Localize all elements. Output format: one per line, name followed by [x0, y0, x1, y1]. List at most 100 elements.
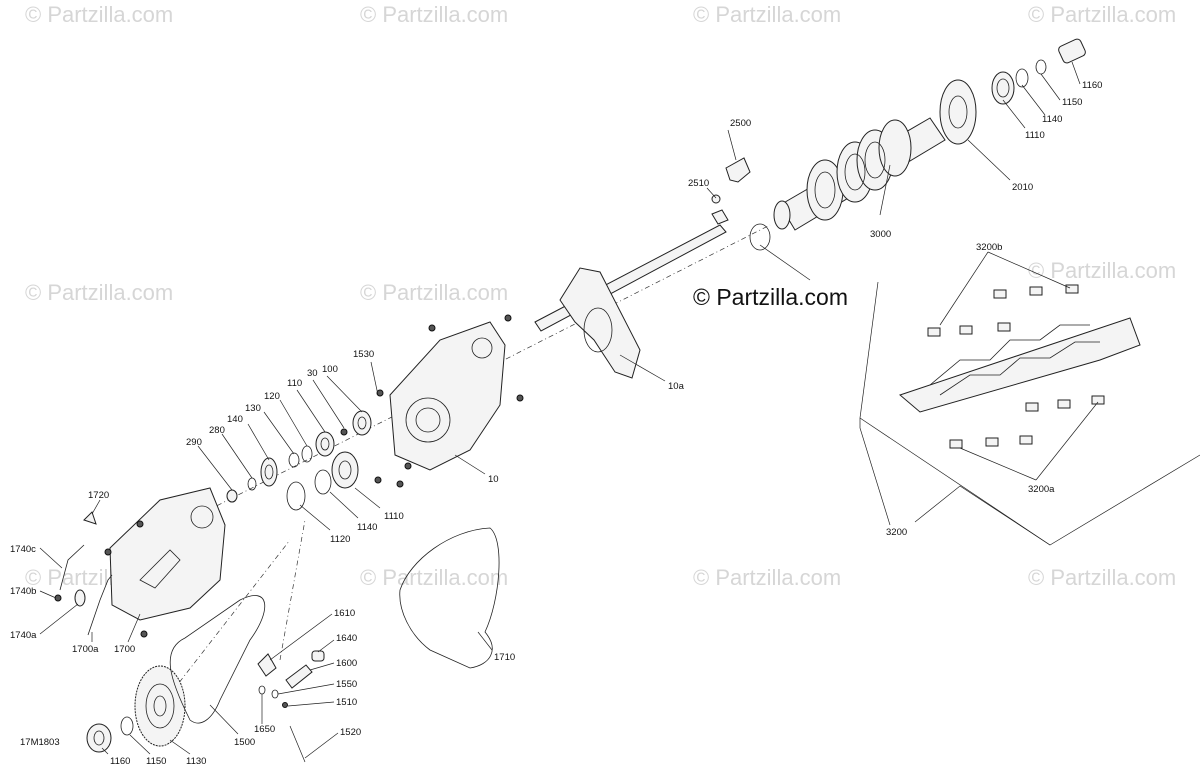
bolts-1530 [374, 314, 524, 488]
callout-1710: 1710 [494, 652, 515, 663]
snap-ring-1120-top [749, 223, 771, 251]
callout-1140-top: 1140 [1042, 114, 1062, 125]
guide-clips-3200a [949, 395, 1105, 449]
pin-1510 [282, 702, 288, 708]
adjuster-1600 [285, 664, 313, 689]
callout-1720: 1720 [88, 490, 109, 501]
shaft-support-bracket [559, 267, 641, 379]
watermark: © Partzilla.com [693, 2, 841, 27]
seal-1650 [258, 685, 266, 695]
watermark: © Partzilla.com [1028, 258, 1176, 283]
callout-280: 280 [209, 425, 225, 436]
cover-bolts [104, 520, 148, 638]
callout-1500: 1500 [234, 737, 255, 748]
sprocket-1130 [134, 665, 186, 747]
ring-1150 [120, 716, 134, 736]
callout-2510: 2510 [688, 178, 709, 189]
gear-shaft-3000 [773, 117, 946, 231]
callout-130: 130 [245, 403, 261, 414]
watermark: © Partzilla.com [693, 565, 841, 590]
output-shaft [534, 209, 729, 332]
callout-1740b: 1740b [10, 586, 36, 597]
ring-1150-top [1035, 59, 1047, 75]
callout-10: 10 [488, 474, 499, 485]
lever-2500 [725, 157, 751, 183]
callout-10a: 10a [668, 381, 685, 392]
callout-140: 140 [227, 414, 243, 425]
leader-lines [39, 61, 1200, 759]
chaincase-housing-10 [389, 321, 506, 471]
callout-100: 100 [322, 364, 338, 375]
callout-1110: 1110 [384, 511, 404, 522]
rod-1520 [289, 725, 306, 763]
callout-30: 30 [307, 368, 318, 379]
callout-1160-top: 1160 [1082, 80, 1102, 91]
callout-3200: 3200 [886, 527, 907, 538]
nut-1160 [86, 723, 112, 753]
callout-1130: 1130 [186, 756, 206, 767]
bracket-1720 [83, 511, 97, 525]
watermark: © Partzilla.com [360, 2, 508, 27]
chaincase-cover-1700 [109, 487, 226, 621]
watermark: © Partzilla.com [360, 565, 508, 590]
watermark: © Partzilla.com [25, 2, 173, 27]
callout-1160: 1160 [110, 756, 130, 767]
bearing-plate-2010 [939, 79, 977, 145]
watermark-grid: © Partzilla.com © Partzilla.com © Partzi… [25, 2, 1176, 590]
tensioner-arm-1610 [257, 653, 277, 677]
callout-1640: 1640 [336, 633, 357, 644]
hose-1740c [59, 544, 85, 591]
nut-1160-top [1058, 38, 1086, 64]
callout-1510: 1510 [336, 697, 357, 708]
callout-1520: 1520 [340, 727, 361, 738]
guide-clips-3200b [927, 284, 1079, 337]
callout-1600: 1600 [336, 658, 357, 669]
spacer-120 [301, 445, 313, 463]
callout-1110-top: 1110 [1025, 130, 1045, 141]
snap-ring-1120 [286, 481, 306, 511]
callout-1740c: 1740c [10, 544, 36, 555]
callout-1610: 1610 [334, 608, 355, 619]
callout-2500: 2500 [730, 118, 751, 129]
callout-1140: 1140 [357, 522, 377, 533]
callout-290: 290 [186, 437, 202, 448]
callout-1550: 1550 [336, 679, 357, 690]
watermark: © Partzilla.com [25, 280, 173, 305]
spring-1640 [311, 650, 325, 662]
callout-1120: 1120 [330, 534, 350, 545]
sprocket-140 [260, 457, 278, 487]
nut-290 [226, 489, 238, 503]
watermark: © Partzilla.com [360, 280, 508, 305]
washer-1550 [271, 689, 279, 699]
callout-120: 120 [264, 391, 280, 402]
tensioner-1700a [87, 574, 113, 636]
ring-1140-top [1015, 68, 1029, 88]
callout-1740a: 1740a [10, 630, 37, 641]
watermark: © Partzilla.com [1028, 565, 1176, 590]
callout-1700a: 1700a [72, 644, 99, 655]
diagram-id: 17M1803 [20, 737, 60, 748]
gasket-1710 [399, 527, 500, 669]
bearing-110 [315, 431, 335, 457]
callout-1700: 1700 [114, 644, 135, 655]
bearing-100 [352, 410, 372, 436]
callout-3200a: 3200a [1028, 484, 1055, 495]
plug-1740a [74, 589, 86, 607]
main-watermark: © Partzilla.com [693, 284, 848, 310]
watermark: © Partzilla.com [1028, 2, 1176, 27]
callout-labels: 2500 2510 2010 3000 1110 1140 1150 1160 … [10, 80, 1102, 767]
bearing-1110-top [991, 71, 1015, 105]
ring-1140 [314, 469, 332, 495]
chain-1500 [169, 595, 266, 724]
bearing-1110 [331, 451, 359, 489]
chain-guide-3200 [899, 317, 1141, 413]
callout-1530: 1530 [353, 349, 374, 360]
clamp-1740b [54, 594, 62, 602]
washer-130 [288, 452, 300, 468]
callout-110: 110 [287, 378, 302, 389]
callout-3000: 3000 [870, 229, 891, 240]
callout-2010: 2010 [1012, 182, 1033, 193]
screw-2510 [711, 194, 721, 204]
nut-30 [340, 428, 348, 436]
